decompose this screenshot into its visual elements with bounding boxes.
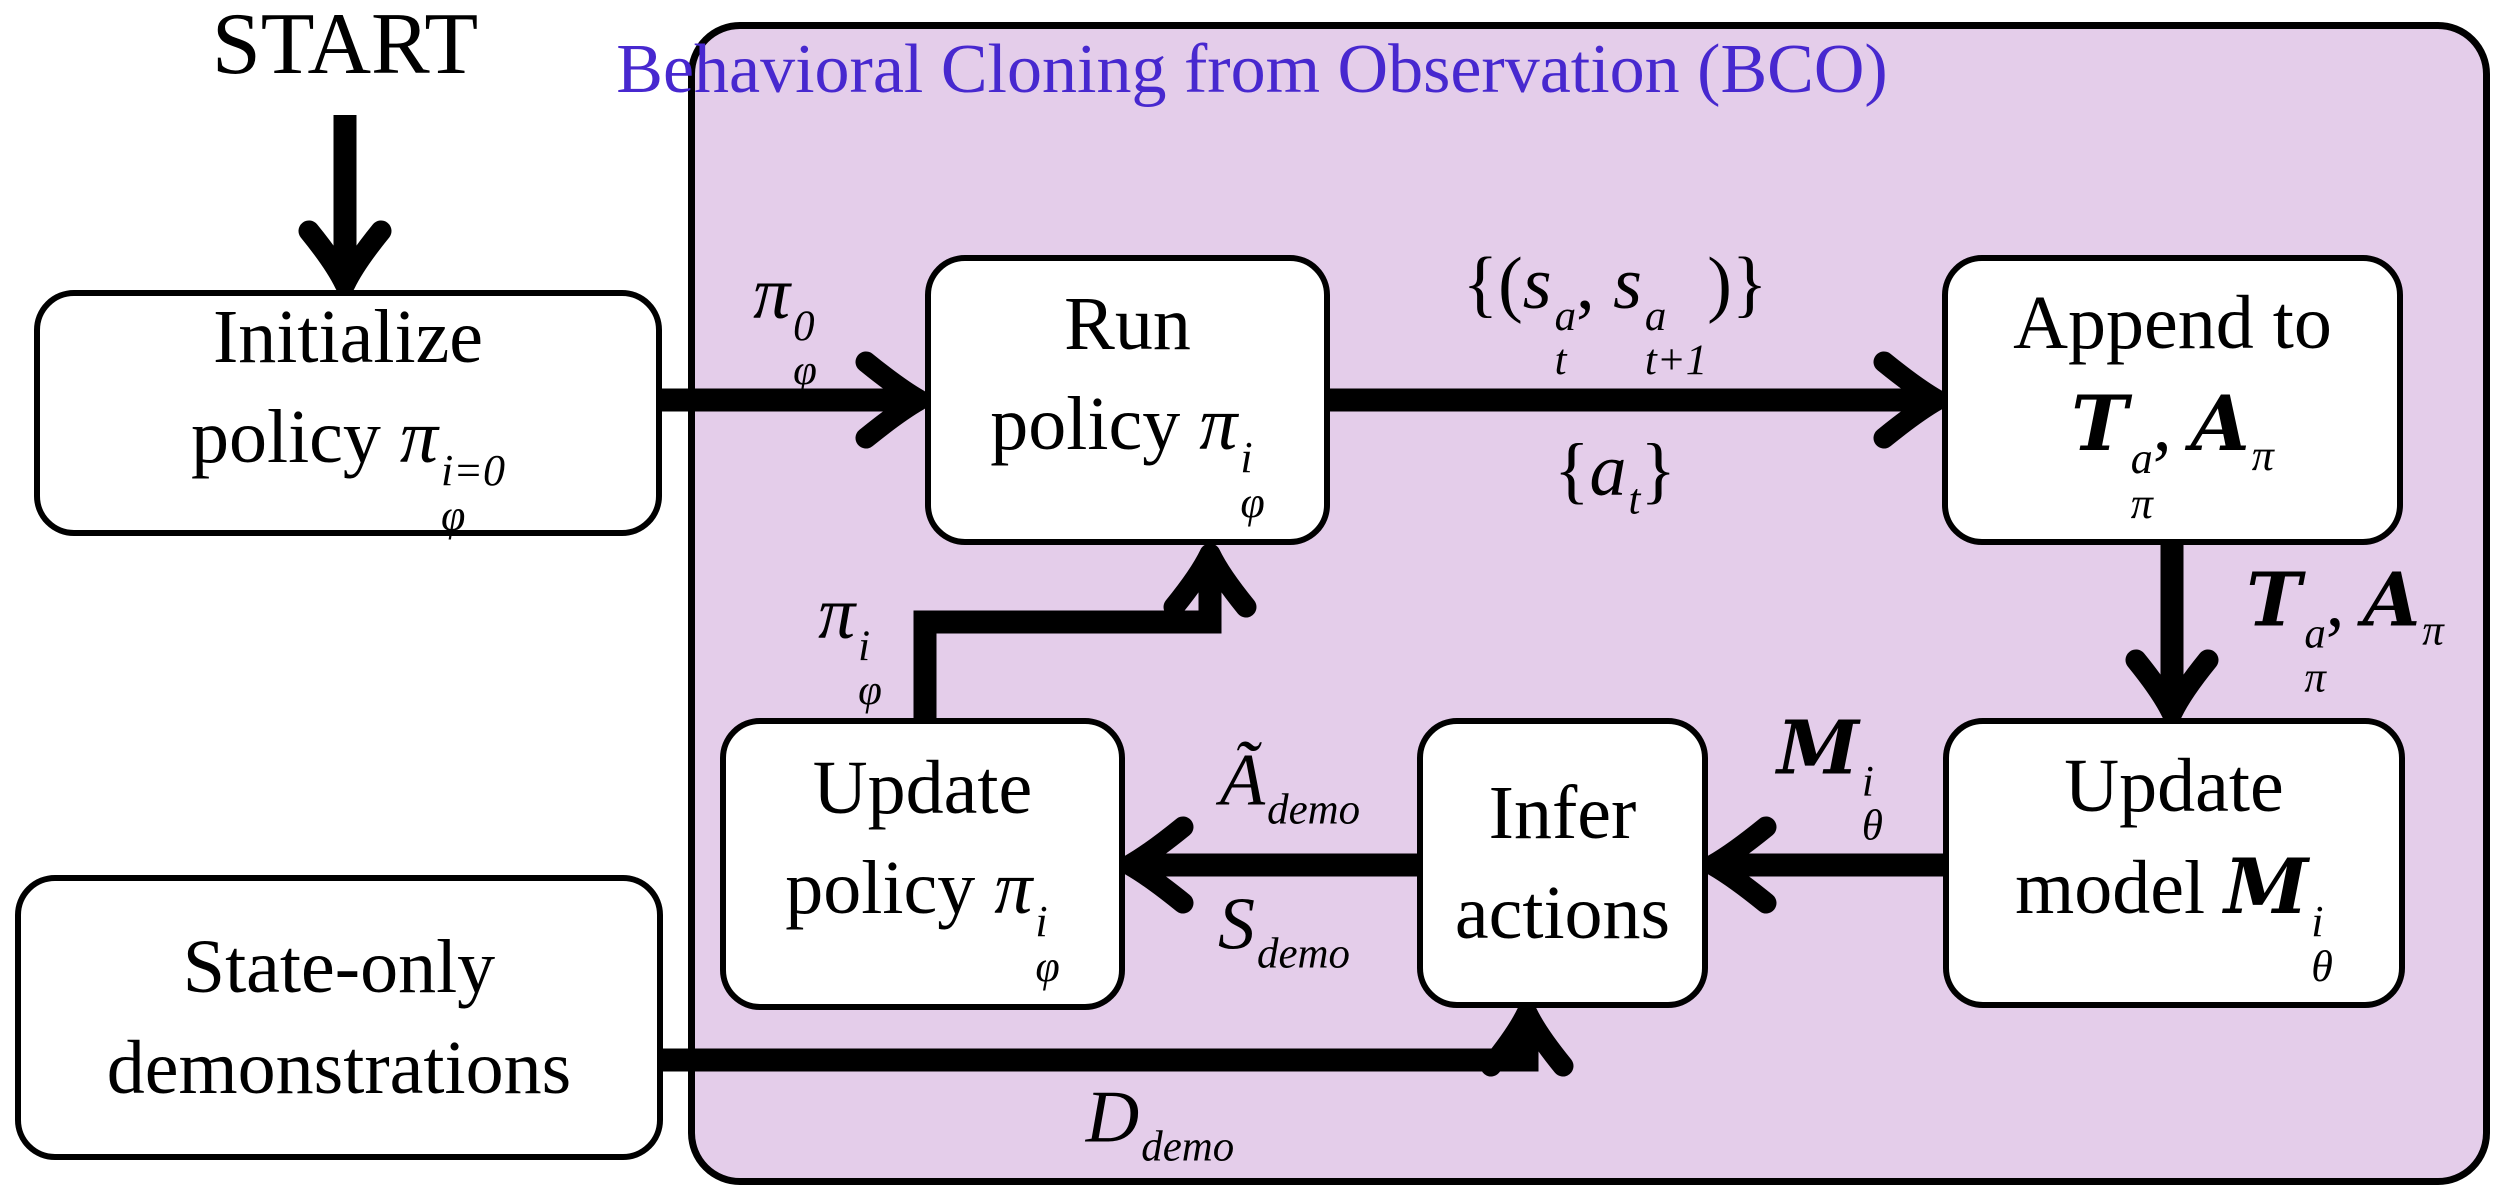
label-demo-dataset: Ddemo [1085, 1076, 1235, 1171]
node-updatemodel-line1: Update [2064, 744, 2284, 829]
node-append-line1: Append to [2013, 281, 2332, 366]
arrow-demos-to-infer [660, 1024, 1539, 1072]
arrow-updatepolicy-to-run [913, 565, 1222, 720]
label-inferred-actions: Ãdemo [1219, 739, 1361, 834]
node-demos-line1: State-only [182, 925, 496, 1010]
node-demos-line2: demonstrations [106, 1025, 572, 1110]
node-infer-line2: actions [1454, 871, 1671, 955]
node-initialize-line1: Initialize [212, 294, 484, 379]
node-run-line1: Run [1064, 281, 1191, 366]
label-actions-set: {at} [1554, 429, 1676, 524]
label-demo-states: Sdemo [1218, 883, 1350, 978]
node-infer-actions: Infer actions [1417, 718, 1708, 1008]
node-updatepolicy-line1: Update [812, 745, 1033, 830]
node-infer-line1: Infer [1488, 770, 1637, 855]
node-state-only-demonstrations: State-only demonstrations [15, 875, 663, 1160]
start-label: START [211, 0, 479, 93]
bco-title: Behavioral Cloning from Observation (BCO… [616, 31, 1888, 108]
